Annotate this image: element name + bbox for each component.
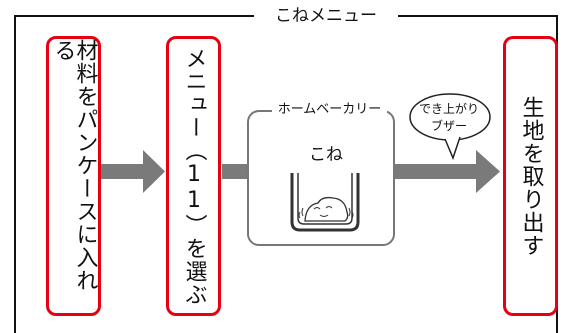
arrow-2-shaft xyxy=(222,164,250,179)
step-3-box: 生地を取り出す xyxy=(503,36,558,316)
frame-left xyxy=(14,15,16,333)
arrow-3-head xyxy=(476,150,500,193)
buzzer-bubble-text: でき上がり ブザー xyxy=(411,101,487,135)
arrow-1-head xyxy=(143,150,165,193)
bread-pan-icon xyxy=(290,173,360,232)
frame-top-left xyxy=(14,15,254,17)
step-1-label: 材料をパンケースに入れる xyxy=(50,39,98,292)
diagram-title: こねメニュー xyxy=(256,4,396,28)
home-bakery-label: ホームベーカリー xyxy=(272,100,387,120)
kneading-mode-label: こね xyxy=(309,145,343,165)
frame-top-right xyxy=(398,15,558,17)
bubble-line-1: でき上がり xyxy=(418,102,479,116)
step-2-label: メニュー（11）を選ぶ xyxy=(181,46,207,306)
arrow-1-shaft xyxy=(100,164,144,179)
home-bakery-box xyxy=(247,110,395,246)
bubble-line-2: ブザー xyxy=(430,119,467,133)
dough-icon xyxy=(304,196,349,222)
arrow-3-shaft xyxy=(393,164,477,179)
step-2-box: メニュー（11）を選ぶ xyxy=(166,36,221,316)
step-1-box: 材料をパンケースに入れる xyxy=(46,36,101,316)
step-3-label: 生地を取り出す xyxy=(518,95,544,257)
